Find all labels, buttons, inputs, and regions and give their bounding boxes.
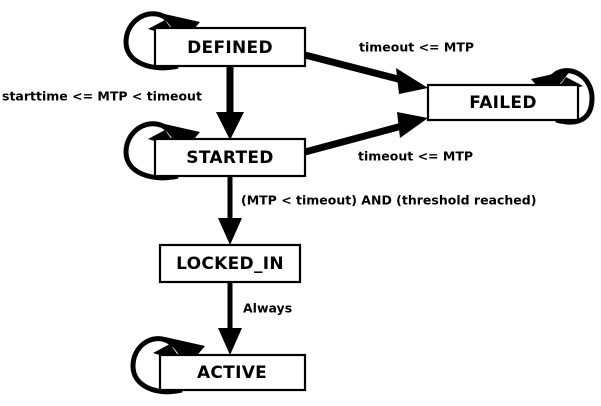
state-active[interactable]: ACTIVE [158,353,307,392]
state-active-box[interactable] [158,353,307,392]
state-locked-in[interactable]: LOCKED_IN [158,243,302,284]
defined-to-failed-line [304,51,403,84]
state-defined-box[interactable] [153,26,307,68]
edge-label-defined-to-started: starttime <= MTP < timeout [2,89,202,104]
transition-locked-in-to-active [218,282,242,355]
transition-defined-to-started [216,66,244,140]
active-self-loop-path [130,336,183,395]
started-to-failed-line [304,122,403,156]
failed-self-loop-path [547,68,595,125]
edge-label-started-to-failed: timeout <= MTP [358,149,473,164]
transition-started-to-locked-in [218,176,242,245]
state-failed[interactable]: FAILED [426,83,580,122]
state-failed-label: FAILED [469,93,537,113]
started-to-locked-in-arrowhead [218,218,242,245]
locked-in-to-active-arrowhead [218,328,242,355]
edge-label-started-to-locked-in: (MTP < timeout) AND (threshold reached) [241,193,536,208]
transition-defined-to-failed [304,51,428,94]
started-self-loop-path [123,121,179,181]
edge-label-locked-in-to-active: Always [243,301,292,316]
started-to-failed-arrowhead [397,112,428,138]
active-self-loop-arrow [165,337,205,366]
state-started-label: STARTED [186,148,273,168]
state-active-label: ACTIVE [197,363,267,383]
state-locked-in-box[interactable] [158,243,302,284]
defined-to-started-arrowhead [216,112,244,140]
edge-label-defined-to-failed: timeout <= MTP [359,40,474,55]
state-defined[interactable]: DEFINED [153,26,307,68]
state-started-box[interactable] [153,137,307,178]
state-started[interactable]: STARTED [153,137,307,178]
started-self-loop-arrow [160,123,200,152]
defined-to-failed-arrowhead [396,68,428,94]
defined-self-loop-path [123,11,179,71]
state-failed-box[interactable] [426,83,580,122]
state-defined-label: DEFINED [187,38,273,58]
state-locked-in-label: LOCKED_IN [176,254,284,274]
transition-started-to-failed [304,112,428,156]
